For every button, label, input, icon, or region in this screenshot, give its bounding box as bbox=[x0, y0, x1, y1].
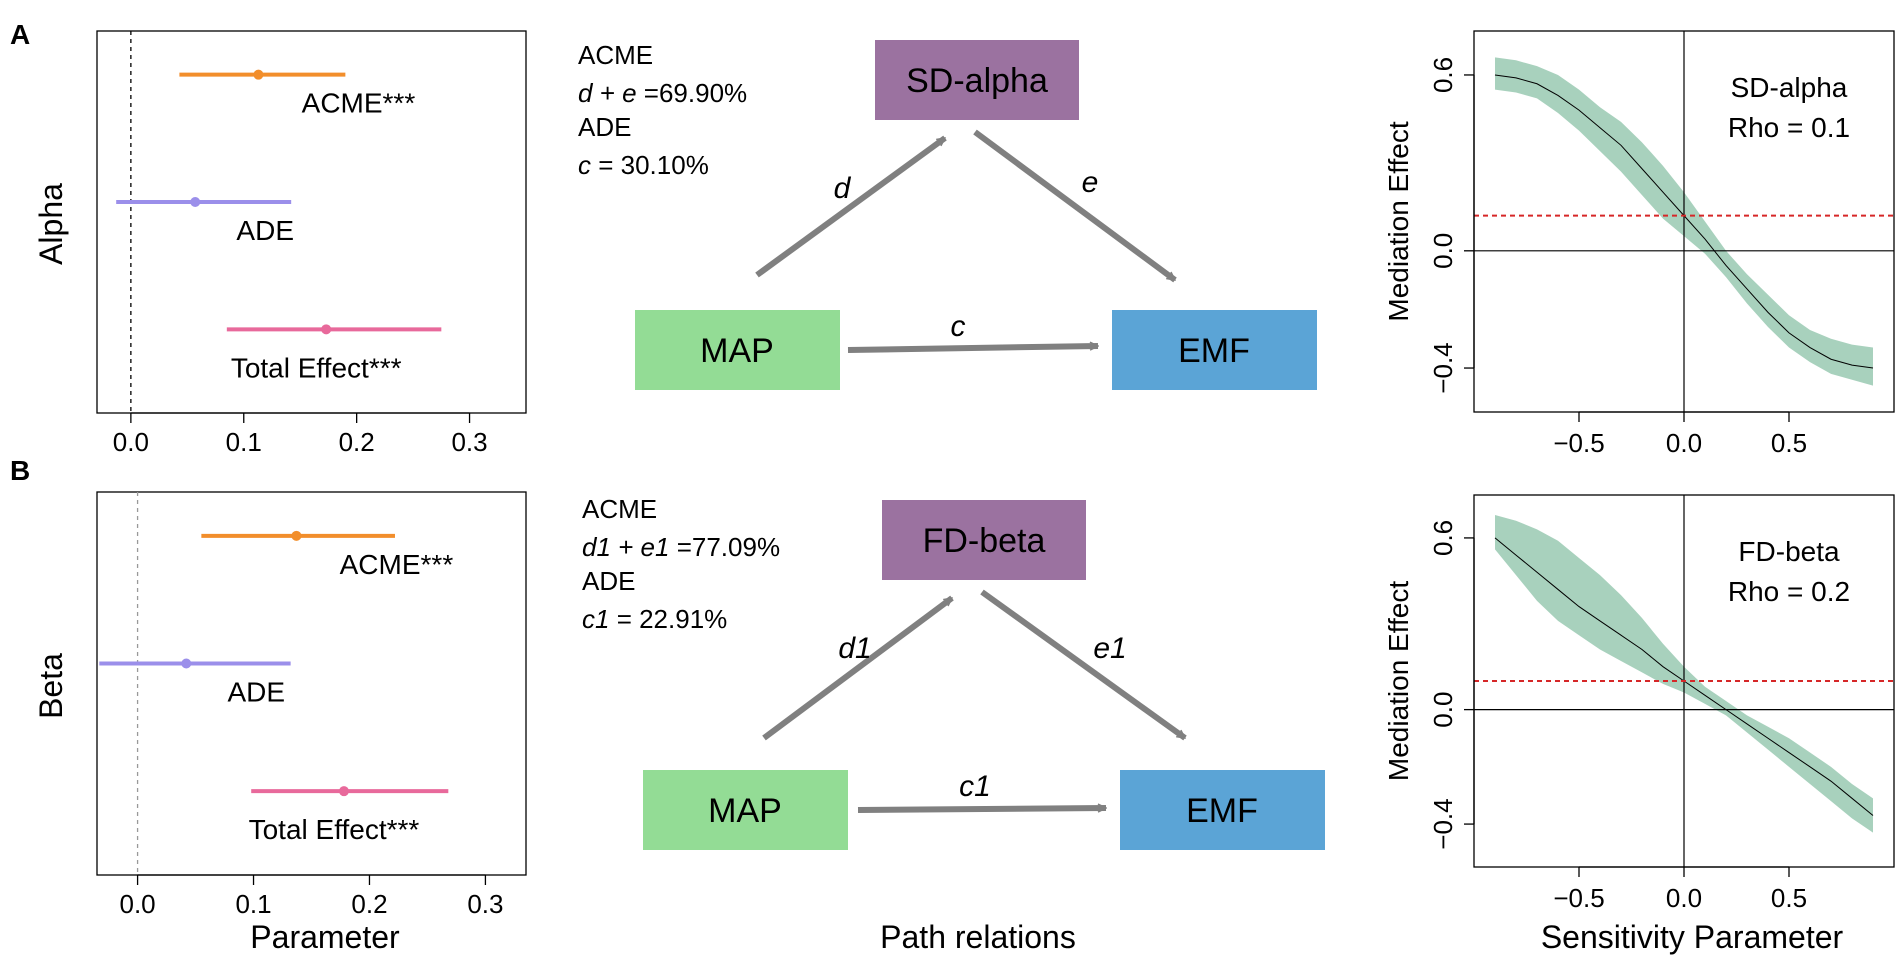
x-tick-label: 0.0 bbox=[1666, 883, 1702, 913]
acme-value: =69.90% bbox=[637, 78, 748, 108]
mediator-label: FD-beta bbox=[923, 522, 1046, 560]
path-arrow-a bbox=[755, 135, 947, 278]
y-axis-title: Mediation Effect bbox=[1383, 581, 1414, 781]
x-tick-label: 0.3 bbox=[467, 889, 503, 919]
ade-expression: c1 bbox=[582, 604, 609, 634]
path-arrow-b bbox=[980, 589, 1187, 741]
path-arrow-direct bbox=[847, 346, 1098, 353]
x-tick-label: 0.2 bbox=[339, 427, 375, 457]
series-label: Total Effect*** bbox=[231, 352, 402, 383]
x-tick-label: 0.5 bbox=[1771, 883, 1807, 913]
path-label-a: d bbox=[834, 172, 852, 205]
acme-expression: d + e bbox=[578, 78, 637, 108]
point-estimate bbox=[190, 197, 201, 207]
target-box bbox=[1120, 770, 1325, 850]
x-tick-label: 0.0 bbox=[113, 427, 149, 457]
y-axis-title: Mediation Effect bbox=[1383, 121, 1414, 321]
mediator-box bbox=[882, 500, 1086, 580]
x-tick-label: 0.3 bbox=[451, 427, 487, 457]
x-tick-label: 0.5 bbox=[1771, 428, 1807, 458]
x-tick-label: 0.2 bbox=[351, 889, 387, 919]
sensitivity-x-axis-title: Sensitivity Parameter bbox=[1541, 919, 1844, 955]
path-label-b: e1 bbox=[1093, 632, 1126, 665]
source-box bbox=[643, 770, 848, 850]
x-tick-label: 0.1 bbox=[235, 889, 271, 919]
y-tick-label: −0.4 bbox=[1428, 798, 1458, 849]
path-arrow-b bbox=[973, 129, 1177, 283]
target-box bbox=[1112, 310, 1317, 390]
mediator-name-label: FD-beta bbox=[1738, 536, 1840, 567]
y-tick-label: −0.4 bbox=[1428, 342, 1458, 393]
y-tick-label: 0.0 bbox=[1428, 692, 1458, 728]
ade-label: ADE bbox=[582, 566, 635, 596]
source-box bbox=[635, 310, 840, 390]
path-diagram-alpha: ACME d + e =69.90% ADE c = 30.10% SD-alp… bbox=[578, 40, 1317, 390]
ade-value: = 22.91% bbox=[609, 604, 727, 634]
point-estimate bbox=[253, 69, 264, 80]
row-label-alpha: Alpha bbox=[33, 183, 69, 265]
ade-expression: c bbox=[578, 150, 591, 180]
forest-x-axis-title: Parameter bbox=[250, 919, 400, 955]
ade-label: ADE bbox=[578, 112, 631, 142]
path-label-direct: c bbox=[951, 310, 966, 343]
series-label: ACME*** bbox=[340, 549, 454, 580]
y-tick-label: 0.0 bbox=[1428, 233, 1458, 269]
panel-letter-b: B bbox=[10, 455, 30, 486]
path-label-direct: c1 bbox=[959, 770, 991, 803]
forest-plot-beta: ACME*** ADE Total Effect*** 0.0 0.1 0.2 0.3 bbox=[96, 491, 527, 919]
path-arrow-direct bbox=[857, 808, 1106, 813]
ade-stat: c = 30.10% bbox=[578, 150, 709, 180]
mediator-label: SD-alpha bbox=[906, 62, 1048, 100]
x-tick-label: −0.5 bbox=[1553, 883, 1604, 913]
series-label: Total Effect*** bbox=[249, 814, 420, 845]
y-tick-label: 0.6 bbox=[1428, 520, 1458, 556]
x-tick-label: 0.0 bbox=[1666, 428, 1702, 458]
series-label: ADE bbox=[236, 215, 294, 246]
x-tick-label: 0.1 bbox=[226, 427, 262, 457]
target-label: EMF bbox=[1186, 792, 1258, 830]
series-label: ACME*** bbox=[302, 88, 416, 119]
point-estimate bbox=[338, 786, 349, 797]
path-arrow-a bbox=[762, 595, 954, 741]
acme-label: ACME bbox=[578, 40, 653, 70]
path-label-a: d1 bbox=[838, 632, 871, 665]
ade-value: = 30.10% bbox=[591, 150, 709, 180]
acme-value: =77.09% bbox=[669, 532, 780, 562]
x-tick-label: −0.5 bbox=[1553, 428, 1604, 458]
path-diagram-beta: ACME d1 + e1 =77.09% ADE c1 = 22.91% FD-… bbox=[582, 494, 1325, 850]
acme-expression: d1 + e1 bbox=[582, 532, 669, 562]
acme-label: ACME bbox=[582, 494, 657, 524]
series-label: ADE bbox=[227, 677, 285, 708]
point-estimate bbox=[291, 530, 302, 541]
target-label: EMF bbox=[1178, 332, 1250, 370]
point-estimate bbox=[181, 658, 192, 669]
rho-label: Rho = 0.1 bbox=[1728, 112, 1850, 143]
point-estimate bbox=[321, 324, 332, 335]
y-tick-label: 0.6 bbox=[1428, 57, 1458, 93]
acme-stat: d1 + e1 =77.09% bbox=[582, 532, 780, 562]
path-label-b: e bbox=[1082, 166, 1099, 199]
row-label-beta: Beta bbox=[33, 653, 69, 719]
source-label: MAP bbox=[708, 792, 782, 830]
mediator-name-label: SD-alpha bbox=[1731, 72, 1848, 103]
ade-stat: c1 = 22.91% bbox=[582, 604, 727, 634]
mediator-box bbox=[875, 40, 1079, 120]
source-label: MAP bbox=[700, 332, 774, 370]
diagram-x-axis-title: Path relations bbox=[880, 919, 1076, 955]
rho-label: Rho = 0.2 bbox=[1728, 576, 1850, 607]
forest-plot-alpha: ACME*** ADE Total Effect*** 0.0 0.1 0.2 0.3 bbox=[96, 30, 527, 457]
acme-stat: d + e =69.90% bbox=[578, 78, 747, 108]
x-tick-label: 0.0 bbox=[120, 889, 156, 919]
panel-letter-a: A bbox=[10, 19, 30, 50]
